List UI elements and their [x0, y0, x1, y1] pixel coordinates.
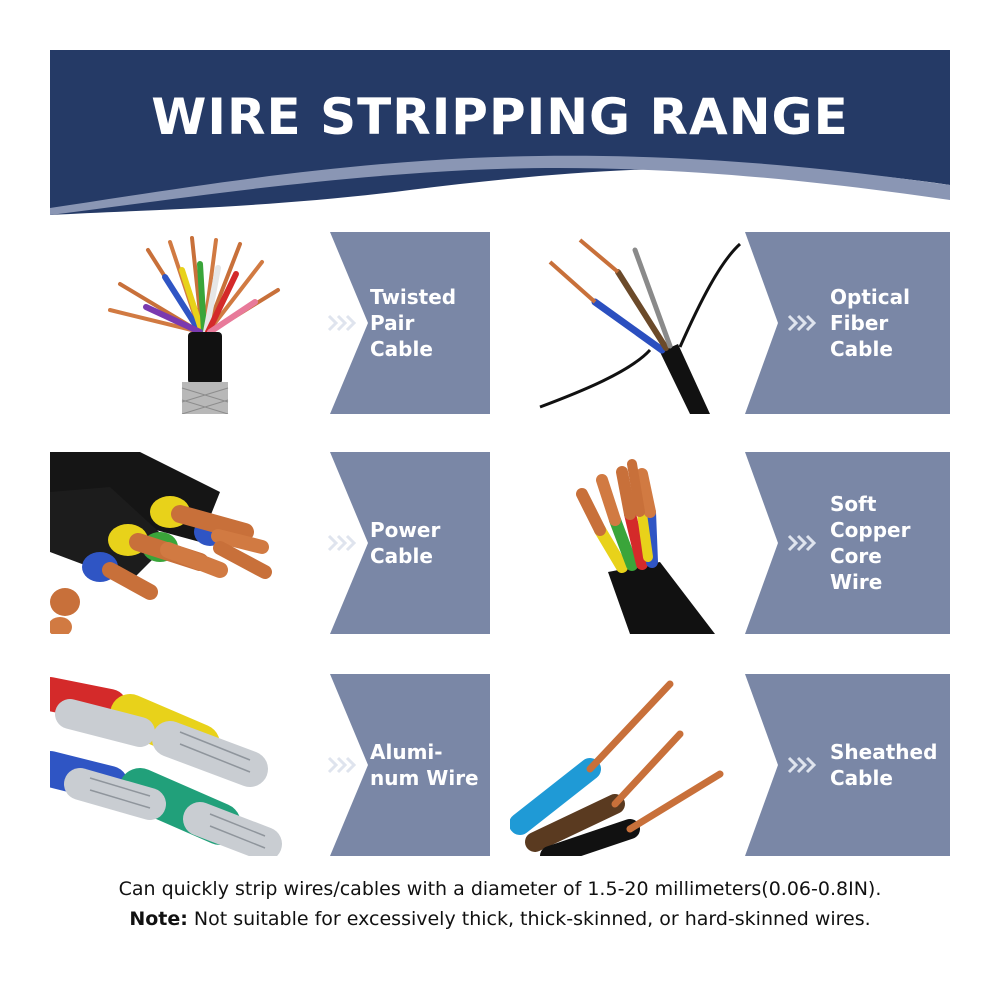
- card-label: Twisted Pair Cable: [370, 285, 457, 361]
- footer-note: Note: Not suitable for excessively thick…: [0, 908, 1000, 930]
- footer-range-text: Can quickly strip wires/cables with a di…: [118, 878, 882, 900]
- card-label: Soft Copper Core Wire: [830, 492, 911, 594]
- card-optical-fiber-cable: Optical Fiber Cable: [510, 232, 950, 414]
- header-banner: WIRE STRIPPING RANGE: [50, 50, 950, 220]
- optical-fiber-cable-photo: [510, 232, 778, 414]
- soft-copper-core-wire-photo: [510, 452, 778, 634]
- chevrons-right-icon: [327, 534, 357, 552]
- chevrons-right-icon: [787, 534, 817, 552]
- power-cable-photo: [50, 452, 368, 634]
- card-label: Sheathed Cable: [830, 740, 938, 790]
- aluminum-wire-photo: [50, 674, 368, 856]
- card-label: Alumi- num Wire: [370, 740, 479, 790]
- card-twisted-pair-cable: Twisted Pair Cable: [50, 232, 490, 414]
- sheathed-cable-photo: [510, 674, 778, 856]
- chevrons-right-icon: [327, 314, 357, 332]
- card-label: Power Cable: [370, 518, 441, 568]
- twisted-pair-cable-photo: [50, 232, 368, 414]
- card-soft-copper-core-wire: Soft Copper Core Wire: [510, 452, 950, 634]
- card-aluminum-wire: Alumi- num Wire: [50, 674, 490, 856]
- page-title: WIRE STRIPPING RANGE: [151, 88, 849, 146]
- banner-background: [50, 50, 950, 215]
- chevrons-right-icon: [787, 314, 817, 332]
- card-sheathed-cable: Sheathed Cable: [510, 674, 950, 856]
- chevrons-right-icon: [787, 756, 817, 774]
- chevrons-right-icon: [327, 756, 357, 774]
- card-label: Optical Fiber Cable: [830, 285, 910, 361]
- note-text: Not suitable for excessively thick, thic…: [187, 908, 871, 930]
- card-power-cable: Power Cable: [50, 452, 490, 634]
- note-label: Note:: [129, 908, 188, 930]
